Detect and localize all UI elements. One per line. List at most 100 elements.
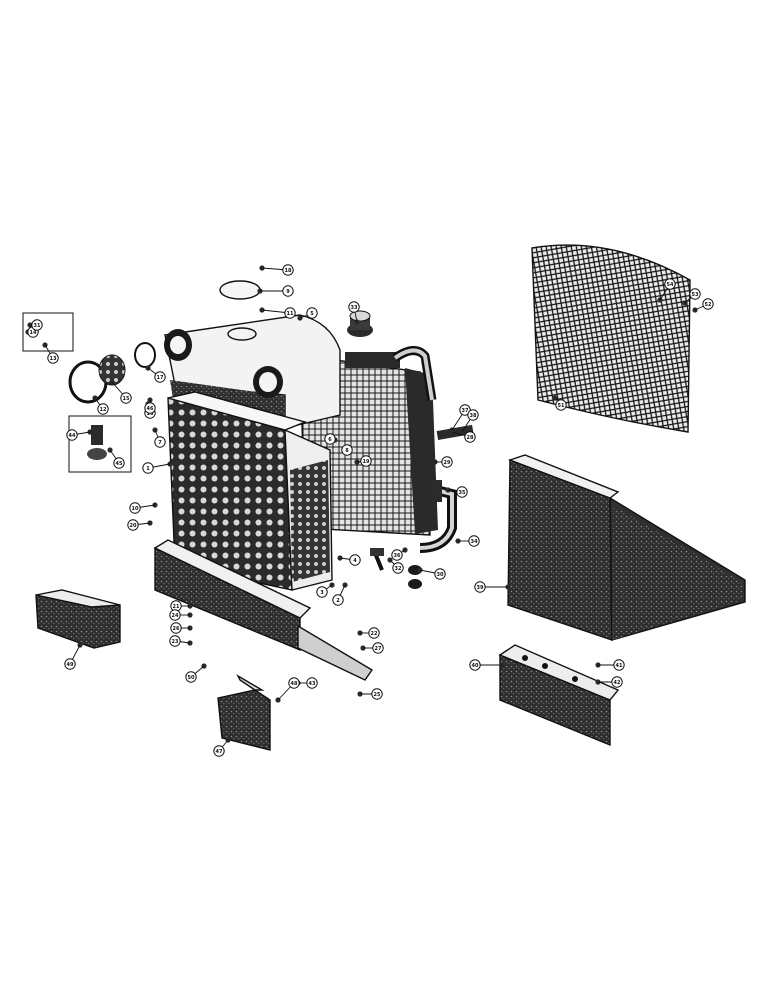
callout-number: 46 — [147, 406, 154, 412]
callout-49: 49 — [64, 658, 76, 670]
callout-circle — [392, 562, 404, 574]
callout-number: 24 — [172, 613, 179, 619]
callout-number: 48 — [291, 681, 298, 687]
left-bracket — [35, 589, 121, 649]
callout-circle — [371, 688, 383, 700]
callout-circle — [282, 264, 294, 276]
callout-circle — [306, 307, 318, 319]
callout-51: 51 — [555, 399, 567, 411]
callout-number: 2 — [336, 598, 340, 604]
callout-42: 42 — [611, 676, 623, 688]
callout-number: 18 — [285, 268, 292, 274]
callout-39: 39 — [474, 581, 486, 593]
callout-circle — [213, 745, 225, 757]
callout-11: 11 — [284, 307, 296, 319]
callout-circle — [469, 659, 481, 671]
callout-number: 36 — [394, 553, 401, 559]
callout-circle — [169, 609, 181, 621]
callout-number: 41 — [616, 663, 623, 669]
callout-circle — [66, 429, 78, 441]
callout-6: 6 — [324, 433, 336, 445]
callout-circle — [664, 278, 676, 290]
callout-number: 40 — [472, 663, 479, 669]
callout-number: 20 — [130, 523, 137, 529]
front-base-bar — [153, 539, 374, 681]
callout-circle — [702, 298, 714, 310]
callout-circle — [306, 677, 318, 689]
callout-number: 5 — [310, 311, 314, 317]
callout-29: 29 — [441, 456, 453, 468]
callout-number: 43 — [309, 681, 316, 687]
callout-circle — [144, 402, 156, 414]
callout-34: 34 — [468, 535, 480, 547]
callout-circle — [474, 581, 486, 593]
callout-number: 49 — [67, 662, 74, 668]
callout-40: 40 — [469, 659, 481, 671]
callout-circle — [113, 457, 125, 469]
callout-circle — [97, 403, 109, 415]
callout-54: 54 — [664, 278, 676, 290]
callout-circle — [391, 549, 403, 561]
callout-20: 20 — [127, 519, 139, 531]
callout-circle — [368, 627, 380, 639]
callout-number: 33 — [351, 305, 358, 311]
callout-1: 1 — [142, 462, 154, 474]
callout-number: 8 — [345, 448, 349, 454]
callout-5: 5 — [306, 307, 318, 319]
callout-18: 18 — [282, 264, 294, 276]
callout-number: 53 — [692, 292, 699, 298]
callout-number: 15 — [123, 396, 130, 402]
callout-31: 31 — [31, 319, 43, 331]
callout-number: 31 — [34, 323, 41, 329]
callout-53: 53 — [689, 288, 701, 300]
callout-number: 16 — [147, 411, 154, 417]
fan-shroud — [507, 454, 746, 641]
callout-circle — [170, 622, 182, 634]
callout-circle — [341, 444, 353, 456]
callout-circle — [434, 568, 446, 580]
callout-circle — [555, 399, 567, 411]
callout-41: 41 — [613, 659, 625, 671]
callout-22: 22 — [368, 627, 380, 639]
callout-circle — [154, 436, 166, 448]
callout-27: 27 — [372, 642, 384, 654]
callout-number: 35 — [459, 490, 466, 496]
callout-number: 47 — [216, 749, 223, 755]
headlight-gasket — [134, 342, 156, 368]
callout-circle — [120, 392, 132, 404]
callout-4: 4 — [349, 554, 361, 566]
callout-35: 35 — [456, 486, 468, 498]
callout-circle — [282, 285, 294, 297]
callout-circle — [372, 642, 384, 654]
callout-circle — [64, 658, 76, 670]
callout-13: 13 — [47, 352, 59, 364]
callout-circle — [459, 404, 471, 416]
callout-circle — [468, 535, 480, 547]
callout-28: 28 — [464, 431, 476, 443]
callout-46: 46 — [144, 402, 156, 414]
callout-number: 54 — [667, 282, 674, 288]
callout-25: 25 — [371, 688, 383, 700]
headlight-lens — [98, 354, 126, 386]
callout-number: 9 — [286, 289, 290, 295]
callout-number: 14 — [30, 330, 37, 336]
callout-number: 23 — [172, 639, 179, 645]
callout-number: 42 — [614, 680, 621, 686]
callout-number: 19 — [363, 459, 370, 465]
callout-number: 50 — [188, 675, 195, 681]
callout-number: 38 — [470, 413, 477, 419]
callout-17: 17 — [154, 371, 166, 383]
callout-circle — [360, 455, 372, 467]
callout-32: 32 — [392, 562, 404, 574]
callout-circle — [142, 462, 154, 474]
callout-circle — [154, 371, 166, 383]
callout-number: 32 — [395, 566, 402, 572]
callout-43: 43 — [306, 677, 318, 689]
callout-circle — [185, 671, 197, 683]
callout-circle — [169, 635, 181, 647]
front-grille — [167, 391, 333, 591]
callout-number: 6 — [328, 437, 332, 443]
callout-19: 19 — [360, 455, 372, 467]
callout-circle — [348, 301, 360, 313]
callout-50: 50 — [185, 671, 197, 683]
